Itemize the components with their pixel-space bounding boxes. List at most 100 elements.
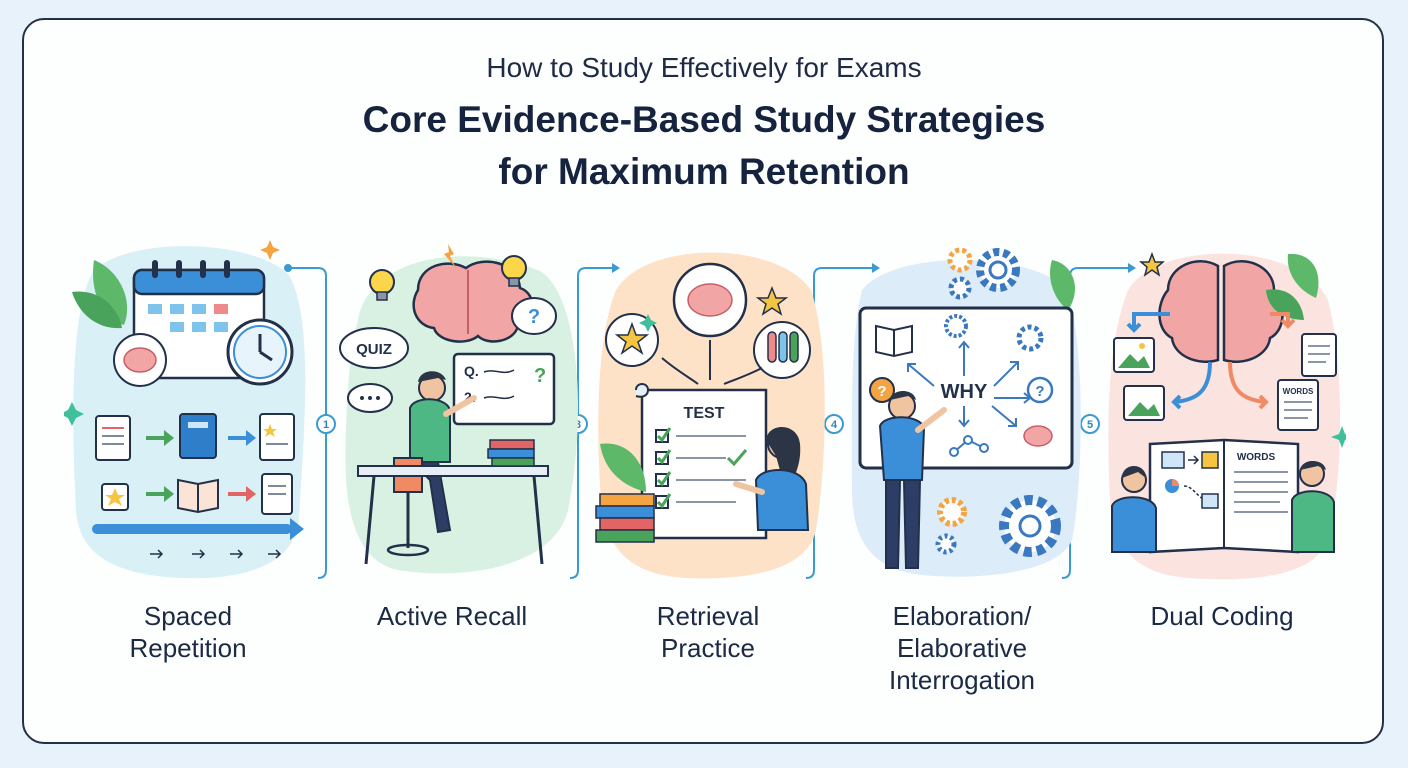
connector-line-1 [288, 267, 327, 579]
question-icon [1026, 376, 1054, 404]
label-line: Interrogation [889, 665, 1035, 695]
step-badge-text: 1 [323, 419, 329, 431]
label-line: Elaboration/ [892, 601, 1032, 631]
connector-line-2 [569, 267, 612, 579]
flow-arrows [661, 340, 763, 385]
star-icon [1138, 251, 1166, 277]
student-left [1111, 466, 1157, 553]
whiteboard-icon: Q. 2. ? [452, 352, 556, 426]
step-badge-4: 4 [824, 414, 844, 434]
connector-arrow-2 [612, 263, 620, 273]
label-line: Dual Coding [1150, 601, 1294, 631]
title-line-2: for Maximum Retention [498, 151, 910, 192]
lightbulb-icon [501, 255, 527, 287]
arrow-icon [1126, 312, 1170, 333]
student-at-desk [386, 371, 477, 557]
question-bubble-icon: ? [511, 297, 557, 335]
leaf-icon [1049, 260, 1075, 310]
label-line: Elaborative [896, 633, 1028, 663]
brain-icon [672, 262, 748, 338]
step-badge-text: 3 [575, 419, 581, 431]
study-flow-icons [95, 413, 295, 515]
step-label-dual-coding: Dual Coding [1098, 600, 1346, 632]
title-line-1: Core Evidence-Based Study Strategies [362, 99, 1046, 140]
panel-dual-coding: WORDS WORDS [1098, 230, 1346, 586]
page-title: Core Evidence-Based Study Strategies for… [0, 94, 1408, 198]
quiz-bubble: QUIZ [339, 327, 409, 369]
document-icon [1301, 333, 1337, 377]
network-icon [949, 435, 989, 457]
gear-icon [937, 497, 967, 527]
image-icon [1113, 337, 1155, 373]
panel-spaced-repetition [64, 230, 312, 586]
timeline-arrow [92, 518, 304, 559]
why-label: WHY [941, 381, 988, 403]
why-arrows [907, 340, 1032, 428]
label-line: Retrieval [656, 601, 760, 631]
label-line: Spaced [143, 601, 233, 631]
board-question-mark: ? [534, 365, 546, 387]
step-label-elaboration: Elaboration/ Elaborative Interrogation [838, 600, 1086, 696]
gear-icon [948, 276, 972, 300]
person-pointing [878, 391, 947, 569]
arrow-icon [1228, 361, 1269, 410]
leaf-icon [72, 291, 122, 329]
question-mark-left: ? [877, 383, 886, 400]
step-badge-text: 4 [831, 419, 838, 431]
panel-active-recall: ? QUIZ Q. 2. ? [338, 230, 586, 586]
arrow-icon [1171, 361, 1212, 410]
star-icon [755, 285, 789, 316]
books-stack-icon [595, 493, 655, 543]
question-mark-right: ? [1035, 383, 1044, 400]
star-badge-icon [605, 313, 659, 367]
label-line: Active Recall [376, 601, 528, 631]
page-subtitle: How to Study Effectively for Exams [486, 52, 922, 83]
test-tubes-icon [753, 321, 811, 379]
connector-line-3 [805, 267, 872, 579]
gear-icon [976, 248, 1020, 292]
bubble-question-mark: ? [528, 306, 540, 328]
image-icon [1123, 385, 1165, 421]
brain-icon [1158, 260, 1284, 363]
connector-start-dot [284, 264, 292, 272]
board-q-label: Q. [464, 363, 479, 379]
connector-arrow-3 [872, 263, 880, 273]
lightning-icon [444, 244, 456, 268]
speech-bubble-icon [347, 383, 393, 413]
leaf-icon [600, 443, 646, 492]
step-badge-text: 5 [1087, 419, 1093, 431]
sparkle-icon [639, 314, 657, 332]
words-document-icon: WORDS [1277, 379, 1319, 431]
leaf-icon [1266, 289, 1304, 320]
question-icon [869, 377, 895, 403]
sparkle-icon [260, 240, 280, 260]
label-line: Practice [661, 633, 755, 663]
words-page-label: WORDS [1283, 387, 1314, 396]
desk-icon [357, 439, 549, 565]
brain-icon [1023, 425, 1053, 447]
gear-icon [944, 314, 968, 338]
sparkle-icon [64, 402, 84, 426]
student-writing [733, 426, 810, 531]
connector-arrow-4 [1128, 263, 1136, 273]
arrow-icon [1270, 312, 1296, 329]
test-scroll-icon: TEST [635, 383, 768, 540]
student-right [1291, 461, 1335, 553]
gear-icon [935, 533, 957, 555]
step-badge-5: 5 [1080, 414, 1100, 434]
words-book-label: WORDS [1237, 452, 1276, 463]
open-book-icon: WORDS [1148, 438, 1300, 554]
step-label-retrieval-practice: Retrieval Practice [584, 600, 832, 664]
test-title: TEST [684, 405, 725, 422]
sparkle-icon [1331, 426, 1346, 448]
gear-icon [947, 247, 973, 273]
step-badge-1: 1 [316, 414, 336, 434]
leaf-icon [1287, 253, 1319, 298]
brain-icon [113, 333, 167, 387]
step-label-spaced-repetition: Spaced Repetition [64, 600, 312, 664]
quiz-text: QUIZ [356, 341, 392, 358]
lightbulb-icon [369, 269, 395, 301]
clock-icon [226, 318, 294, 386]
panel-retrieval-practice: TEST [586, 230, 834, 586]
